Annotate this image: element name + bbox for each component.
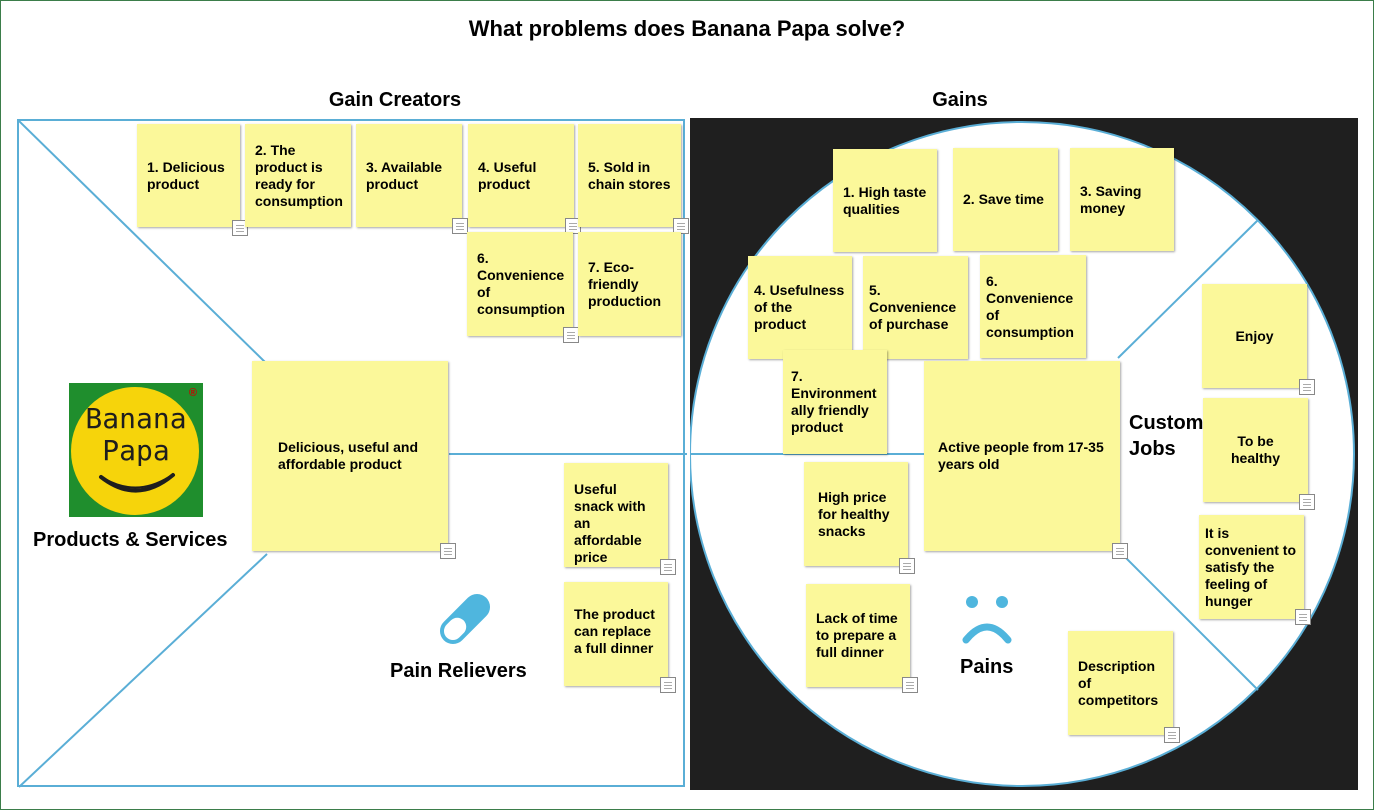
logo-registered: ® xyxy=(188,387,197,399)
gain-note[interactable]: 7. Environment ally friendly product xyxy=(783,350,887,454)
value-map-lines xyxy=(19,121,687,788)
gain-note[interactable]: 1. High taste qualities xyxy=(833,149,937,252)
note-tag-icon xyxy=(1112,543,1128,559)
logo-circle xyxy=(71,387,199,515)
section-title-gain-creators: Gain Creators xyxy=(328,89,462,111)
gain-note[interactable]: 2. Save time xyxy=(953,148,1058,251)
gain-note[interactable]: 5. Convenience of purchase xyxy=(863,256,968,359)
note-tag-icon xyxy=(452,218,468,234)
note-tag-icon xyxy=(660,559,676,575)
note-tag-icon xyxy=(565,218,581,234)
customer-jobs-label: Customer Jobs xyxy=(1129,412,1223,460)
customer-job-note[interactable]: To be healthy xyxy=(1203,398,1308,502)
pain-reliever-note[interactable]: Useful snack with an affordable price xyxy=(564,463,668,567)
logo-word-2: Papa xyxy=(102,434,170,467)
gain-creator-note[interactable]: 3. Available product xyxy=(356,124,462,227)
note-tag-icon xyxy=(440,543,456,559)
note-tag-icon xyxy=(1295,609,1311,625)
products-services-label: Products & Services xyxy=(33,529,228,551)
note-tag-icon xyxy=(673,218,689,234)
pain-note[interactable]: High price for healthy snacks xyxy=(804,462,908,566)
customer-job-note[interactable]: Enjoy xyxy=(1202,284,1307,388)
note-tag-icon xyxy=(660,677,676,693)
gain-creator-note[interactable]: 4. Useful product xyxy=(468,124,574,227)
pill-icon xyxy=(439,593,491,645)
gain-creator-note[interactable]: 1. Delicious product xyxy=(137,124,240,227)
logo-text: Banana Papa xyxy=(69,403,203,467)
note-tag-icon xyxy=(1299,494,1315,510)
gain-creator-note[interactable]: 5. Sold in chain stores xyxy=(578,124,681,227)
note-tag-icon xyxy=(563,327,579,343)
note-tag-icon xyxy=(1164,727,1180,743)
pain-relievers-label: Pain Relievers xyxy=(390,660,527,682)
logo-word-1: Banana xyxy=(85,402,187,435)
pain-note[interactable]: Description of competitors xyxy=(1068,631,1173,735)
section-title-gains: Gains xyxy=(932,89,988,111)
gain-creator-note[interactable]: 2. The product is ready for consumption xyxy=(245,124,351,227)
gain-note[interactable]: 3. Saving money xyxy=(1070,148,1174,251)
customer-segment-note[interactable]: Active people from 17-35 years old xyxy=(924,361,1120,551)
banana-icon xyxy=(99,473,175,493)
banana-papa-logo: Banana Papa ® xyxy=(69,383,203,517)
gain-creator-note[interactable]: 6. Convenience of consumption xyxy=(467,232,573,336)
note-tag-icon xyxy=(232,220,248,236)
note-tag-icon xyxy=(1299,379,1315,395)
gain-note[interactable]: 4. Usefulness of the product xyxy=(748,256,852,359)
note-tag-icon xyxy=(899,558,915,574)
gain-note[interactable]: 6. Convenience of consumption xyxy=(980,255,1086,358)
sad-face-icon xyxy=(962,596,1012,644)
product-center-note[interactable]: Delicious, useful and affordable product xyxy=(252,361,448,551)
note-tag-icon xyxy=(902,677,918,693)
pain-reliever-note[interactable]: The product can replace a full dinner xyxy=(564,582,668,686)
gain-creator-note[interactable]: 7. Eco-friendly production xyxy=(578,232,681,336)
pains-label: Pains xyxy=(960,656,1014,678)
customer-job-note[interactable]: It is convenient to satisfy the feeling … xyxy=(1199,515,1304,619)
page-title: What problems does Banana Papa solve? xyxy=(468,16,906,41)
pain-note[interactable]: Lack of time to prepare a full dinner xyxy=(806,584,910,687)
